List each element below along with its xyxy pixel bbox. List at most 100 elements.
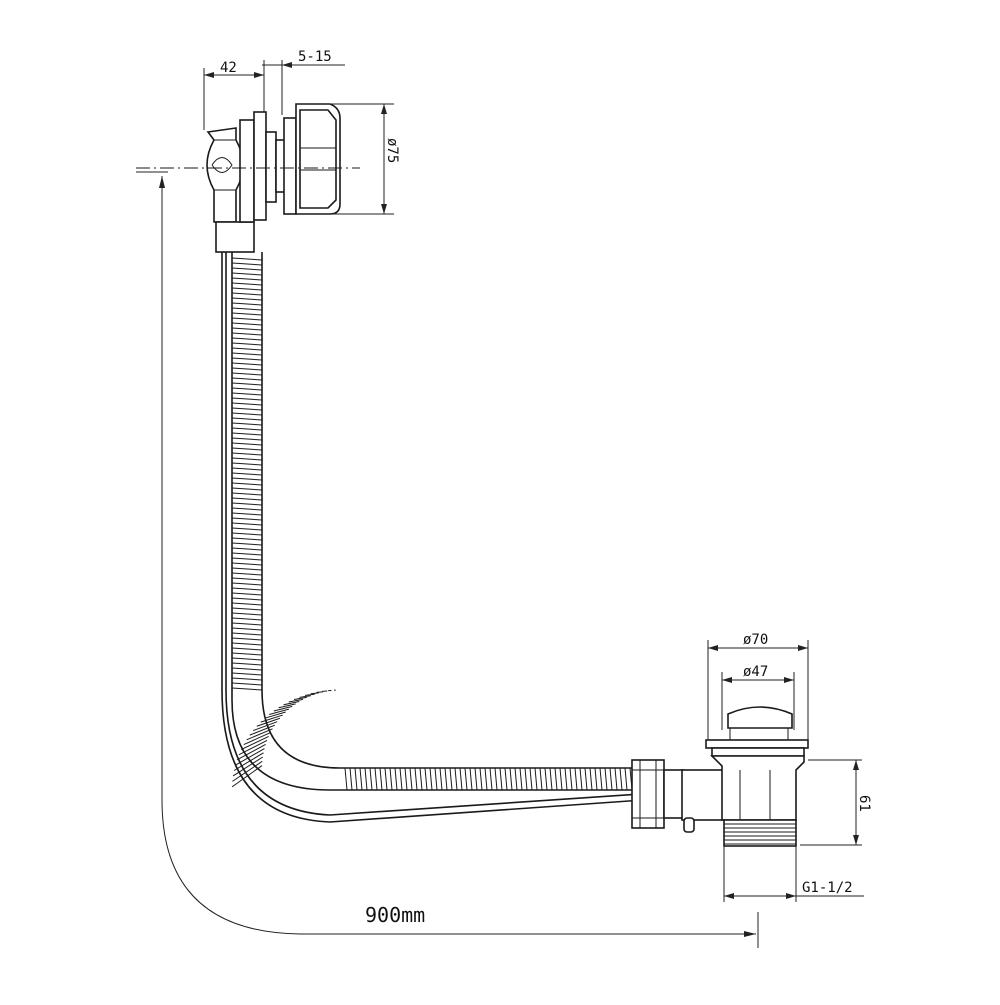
hose-rib [232,593,262,595]
hose-rib [232,538,262,540]
pop-up-waste [706,707,808,846]
hose-rib [350,768,352,790]
hose-rib [232,513,262,515]
hose-rib [490,768,492,790]
hose-rib [605,768,607,790]
dim-waste-height: 61 [856,795,872,812]
hose-rib [232,443,262,445]
hose-rib [505,768,507,790]
hose-rib [232,458,262,460]
hose-ribs-horizontal [345,768,632,790]
hose-rib [232,573,262,575]
hose-rib [232,273,262,275]
corrugated-hose [232,252,640,790]
hose-rib [232,643,262,645]
hose-rib [232,433,262,435]
hose-rib [390,768,392,790]
hose-rib [425,768,427,790]
dim-length: 900mm [365,903,425,927]
dim-waste-inner: ø47 [743,664,768,680]
hose-rib [460,768,462,790]
hose-rib [455,768,457,790]
hose-rib [232,663,262,665]
hose-rib [232,418,262,420]
hose-rib [232,523,262,525]
dim-thread: G1-1/2 [802,880,853,896]
hose-rib [232,563,262,565]
hose-rib [232,408,262,410]
hose-rib [395,768,397,790]
hose-rib [420,768,422,790]
hose-rib [232,568,262,570]
hose-rib [232,533,262,535]
hose-rib [440,768,442,790]
hose-rib [232,373,262,375]
cable [222,252,700,822]
hose-rib [232,453,262,455]
hose-rib [615,768,617,790]
hose-rib [232,343,262,345]
hose-rib [232,263,262,265]
hose-rib [294,697,307,699]
hose-rib [232,388,262,390]
hose-rib [232,603,262,605]
hose-rib [244,733,271,745]
hose-rib [232,653,262,655]
hose-rib [232,608,262,610]
hose-rib [232,623,262,625]
hose-rib [232,348,262,350]
hose-rib [232,673,262,675]
hose-rib [232,678,262,680]
hose-rib [495,768,497,790]
hose-rib [540,768,542,790]
hose-rib [232,428,262,430]
hose-rib [232,668,262,670]
hose-rib [232,658,262,660]
hose-rib [232,413,262,415]
hose-rib [232,583,262,585]
hose-rib [500,768,502,790]
hose-rib [316,692,323,693]
hose-rib [232,463,262,465]
hose-rib [535,768,537,790]
hose-rib [232,293,262,295]
hose-rib [590,768,592,790]
dim-overflow-width: 42 [220,60,237,76]
hose-rib [232,498,262,500]
hose-rib [585,768,587,790]
hose-rib [232,588,262,590]
hose-rib [360,768,362,790]
hose-rib [232,578,262,580]
hose-rib [375,768,377,790]
hose-rib [232,328,262,330]
hose-rib [305,694,315,695]
hose-rib [232,313,262,315]
hose-rib [480,768,482,790]
hose-rib [600,768,602,790]
hose-rib [232,448,262,450]
hose-rib [470,768,472,790]
hose-rib [232,268,262,270]
hose-rib [232,478,262,480]
hose-rib [232,683,262,685]
hose-rib [555,768,557,790]
hose-rib [530,768,532,790]
hose-rib [232,323,262,325]
hose-rib [232,283,262,285]
hose-rib [232,403,262,405]
hose-rib [515,768,517,790]
hose-rib [232,378,262,380]
hose-rib [241,736,268,749]
length-dimension: 900mm [136,172,758,948]
hose-rib [450,768,452,790]
hose-rib [232,473,262,475]
hose-rib [239,740,267,754]
hose-rib [232,613,262,615]
hose-rib [575,768,577,790]
hose-rib [232,353,262,355]
hose-rib [475,768,477,790]
hose-rib [232,628,262,630]
dim-waste-outer: ø70 [743,632,768,648]
hose-rib [232,468,262,470]
hose-rib [625,768,627,790]
